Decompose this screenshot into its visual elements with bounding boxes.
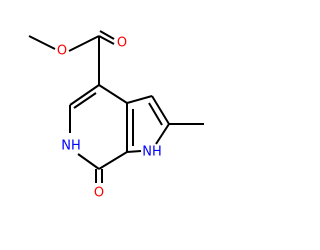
ester-oxygen-label: O bbox=[57, 44, 67, 59]
bond-c3a-c3 bbox=[126, 95, 153, 104]
bond-n6-c7 bbox=[77, 153, 100, 170]
atom-labels: O O NH NH O bbox=[57, 36, 162, 201]
bond-carboxyl-c-o-double-a bbox=[98, 35, 115, 45]
bond-c3-c2-double bbox=[148, 102, 163, 126]
bond-c3-c2 bbox=[151, 95, 170, 125]
bond-c7-c7a bbox=[98, 151, 128, 170]
pyrrole-nh-label: NH bbox=[142, 145, 162, 160]
carbonyl-ester-oxygen-label: O bbox=[117, 36, 127, 51]
bond-c4-c5-double bbox=[73, 92, 97, 109]
ring-nh-label: NH bbox=[61, 139, 81, 154]
bond-c2-n1 bbox=[155, 123, 170, 145]
chemical-structure: O O NH NH O bbox=[28, 30, 204, 201]
bond-carboxyl-c-o-double-b bbox=[99, 30, 115, 40]
bond-o-carboxyl-c bbox=[68, 35, 100, 52]
bond-methyl-o bbox=[28, 35, 56, 50]
bond-c3a-c4 bbox=[98, 84, 128, 104]
lactam-oxygen-label: O bbox=[94, 186, 104, 201]
bond-c4-c5 bbox=[69, 84, 100, 106]
bond-n1-c7a bbox=[126, 150, 142, 153]
bond-lines bbox=[28, 30, 204, 183]
